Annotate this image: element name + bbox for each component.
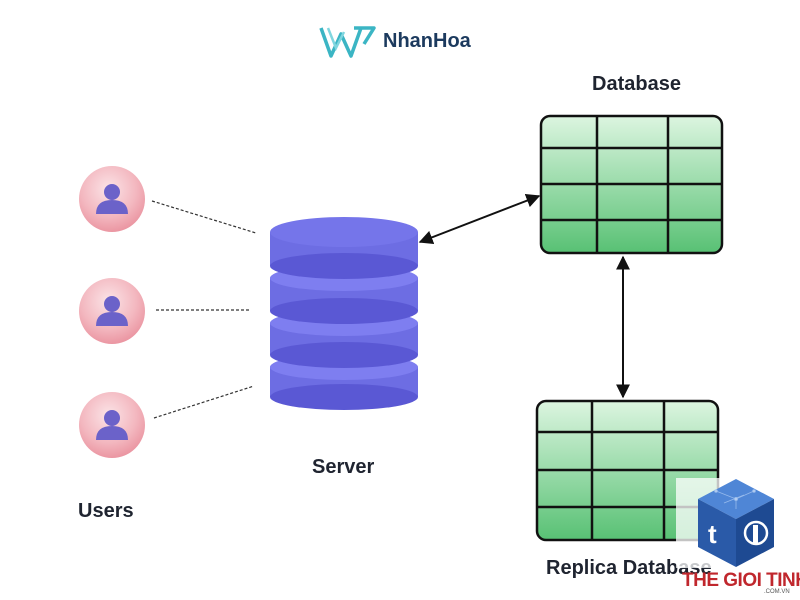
- database-table-icon: [539, 114, 724, 255]
- server-label: Server: [312, 456, 375, 478]
- user-icon: [79, 392, 145, 458]
- brand-name: NhanHoa: [383, 30, 471, 52]
- server-icon: [270, 217, 418, 410]
- server-database-arrow: [418, 194, 541, 244]
- user-connector: [153, 385, 255, 419]
- replica-table-icon: [535, 399, 720, 542]
- svg-text:t: t: [708, 519, 717, 549]
- user-icon: [79, 166, 145, 232]
- user-connector: [151, 200, 257, 234]
- cube-logo-icon: t: [698, 479, 774, 567]
- watermark-text: THE GIOI TINHOC: [682, 570, 800, 591]
- watermark-domain: .COM.VN: [764, 589, 790, 595]
- user-icon: [79, 278, 145, 344]
- users-label: Users: [78, 500, 134, 522]
- database-label: Database: [592, 73, 681, 95]
- nhanhoa-logo-icon: [319, 26, 376, 58]
- replica-database-label: Replica Database: [546, 557, 712, 579]
